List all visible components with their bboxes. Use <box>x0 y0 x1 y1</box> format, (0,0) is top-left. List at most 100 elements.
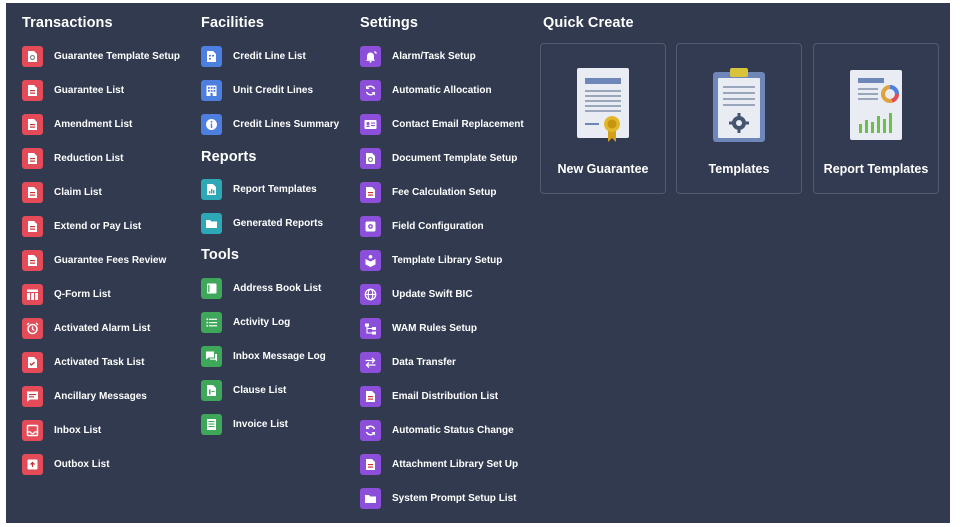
report-templates-card[interactable]: Report Templates <box>813 43 939 194</box>
menu-item-update-swift-bic[interactable]: Update Swift BIC <box>360 282 473 306</box>
address-book-icon <box>201 277 222 299</box>
folder-icon <box>360 487 381 509</box>
globe-icon <box>360 283 381 305</box>
menu-item-label: System Prompt Setup List <box>392 492 517 504</box>
menu-item-generated-reports[interactable]: Generated Reports <box>201 211 323 235</box>
menu-item-label: Report Templates <box>233 183 317 195</box>
menu-item-label: Document Template Setup <box>392 152 518 164</box>
menu-item-unit-credit-lines[interactable]: Unit Credit Lines <box>201 78 313 102</box>
menu-item-outbox-list[interactable]: Outbox List <box>22 452 110 476</box>
menu-item-activated-alarm-list[interactable]: Activated Alarm List <box>22 316 150 340</box>
alarm-bell-icon <box>360 45 381 67</box>
menu-item-label: Field Configuration <box>392 220 484 232</box>
menu-item-report-templates[interactable]: Report Templates <box>201 177 317 201</box>
table-icon <box>22 283 43 305</box>
menu-item-email-distribution-list[interactable]: Email Distribution List <box>360 384 498 408</box>
menu-item-label: Generated Reports <box>233 217 324 229</box>
menu-item-claim-list[interactable]: Claim List <box>22 180 102 204</box>
info-icon <box>201 113 222 135</box>
clause-document-icon <box>201 379 222 401</box>
hierarchy-icon <box>360 317 381 339</box>
menu-item-label: Activated Task List <box>54 356 145 368</box>
menu-item-label: Q-Form List <box>54 288 111 300</box>
menu-item-invoice-list[interactable]: Invoice List <box>201 412 288 436</box>
menu-item-label: Template Library Setup <box>392 254 503 266</box>
contact-card-icon <box>360 113 381 135</box>
menu-item-label: Invoice List <box>233 418 289 430</box>
menu-item-guarantee-list[interactable]: Guarantee List <box>22 78 124 102</box>
menu-item-amendment-list[interactable]: Amendment List <box>22 112 132 136</box>
menu-item-credit-lines-summary[interactable]: Credit Lines Summary <box>201 112 339 136</box>
menu-item-automatic-allocation[interactable]: Automatic Allocation <box>360 78 492 102</box>
menu-item-template-library-setup[interactable]: Template Library Setup <box>360 248 502 272</box>
menu-item-inbox-message-log[interactable]: Inbox Message Log <box>201 344 326 368</box>
menu-item-automatic-status-change[interactable]: Automatic Status Change <box>360 418 514 442</box>
new-guarantee-label: New Guarantee <box>557 162 649 176</box>
menu-item-label: Automatic Status Change <box>392 424 514 436</box>
menu-item-label: Inbox Message Log <box>233 350 326 362</box>
menu-item-fee-calculation-setup[interactable]: Fee Calculation Setup <box>360 180 496 204</box>
folder-icon <box>201 212 222 234</box>
menu-item-address-book-list[interactable]: Address Book List <box>201 276 321 300</box>
menu-item-label: Ancillary Messages <box>54 390 147 402</box>
menu-item-credit-line-list[interactable]: Credit Line List <box>201 44 306 68</box>
menu-item-activity-log[interactable]: Activity Log <box>201 310 290 334</box>
menu-item-guarantee-template-setup[interactable]: Guarantee Template Setup <box>22 44 180 68</box>
menu-item-label: Data Transfer <box>392 356 456 368</box>
menu-item-label: Credit Lines Summary <box>233 118 340 130</box>
menu-item-attachment-library-set-up[interactable]: Attachment Library Set Up <box>360 452 518 476</box>
alarm-clock-icon <box>22 317 43 339</box>
menu-item-q-form-list[interactable]: Q-Form List <box>22 282 111 306</box>
document-icon <box>360 181 381 203</box>
credit-line-icon <box>201 45 222 67</box>
document-icon <box>22 215 43 237</box>
menu-item-wam-rules-setup[interactable]: WAM Rules Setup <box>360 316 477 340</box>
menu-item-label: Outbox List <box>54 458 110 470</box>
document-icon <box>22 147 43 169</box>
menu-item-label: Fee Calculation Setup <box>392 186 497 198</box>
menu-item-extend-or-pay-list[interactable]: Extend or Pay List <box>22 214 141 238</box>
menu-item-reduction-list[interactable]: Reduction List <box>22 146 123 170</box>
menu-item-contact-email-replacement[interactable]: Contact Email Replacement <box>360 112 524 136</box>
menu-item-data-transfer[interactable]: Data Transfer <box>360 350 456 374</box>
reports-heading: Reports <box>201 149 257 165</box>
building-icon <box>201 79 222 101</box>
document-icon <box>22 181 43 203</box>
clipboard-gear-icon <box>677 66 801 146</box>
library-icon <box>360 249 381 271</box>
menu-item-label: Claim List <box>54 186 102 198</box>
menu-item-label: Update Swift BIC <box>392 288 473 300</box>
menu-item-ancillary-messages[interactable]: Ancillary Messages <box>22 384 147 408</box>
menu-item-document-template-setup[interactable]: Document Template Setup <box>360 146 517 170</box>
message-icon <box>22 385 43 407</box>
menu-item-guarantee-fees-review[interactable]: Guarantee Fees Review <box>22 248 166 272</box>
document-template-icon <box>360 147 381 169</box>
menu-item-label: Attachment Library Set Up <box>392 458 519 470</box>
menu-item-label: Amendment List <box>54 118 133 130</box>
quick-create-heading: Quick Create <box>543 15 634 31</box>
menu-item-alarm-task-setup[interactable]: Alarm/Task Setup <box>360 44 476 68</box>
menu-item-label: Guarantee Fees Review <box>54 254 167 266</box>
invoice-icon <box>201 413 222 435</box>
menu-item-system-prompt-setup-list[interactable]: System Prompt Setup List <box>360 486 516 510</box>
transfer-arrows-icon <box>360 351 381 373</box>
templates-label: Templates <box>708 162 770 176</box>
refresh-icon <box>360 79 381 101</box>
facilities-heading: Facilities <box>201 15 265 31</box>
menu-item-label: Extend or Pay List <box>54 220 142 232</box>
document-icon <box>360 453 381 475</box>
task-document-icon <box>22 351 43 373</box>
menu-item-clause-list[interactable]: Clause List <box>201 378 286 402</box>
menu-item-activated-task-list[interactable]: Activated Task List <box>22 350 144 374</box>
list-icon <box>201 311 222 333</box>
new-guarantee-card[interactable]: New Guarantee <box>540 43 666 194</box>
document-icon <box>22 249 43 271</box>
menu-item-inbox-list[interactable]: Inbox List <box>22 418 101 442</box>
document-icon <box>360 385 381 407</box>
menu-item-label: Guarantee Template Setup <box>54 50 180 62</box>
menu-item-field-configuration[interactable]: Field Configuration <box>360 214 484 238</box>
templates-card[interactable]: Templates <box>676 43 802 194</box>
menu-item-label: Activity Log <box>233 316 291 328</box>
menu-item-label: Alarm/Task Setup <box>392 50 476 62</box>
